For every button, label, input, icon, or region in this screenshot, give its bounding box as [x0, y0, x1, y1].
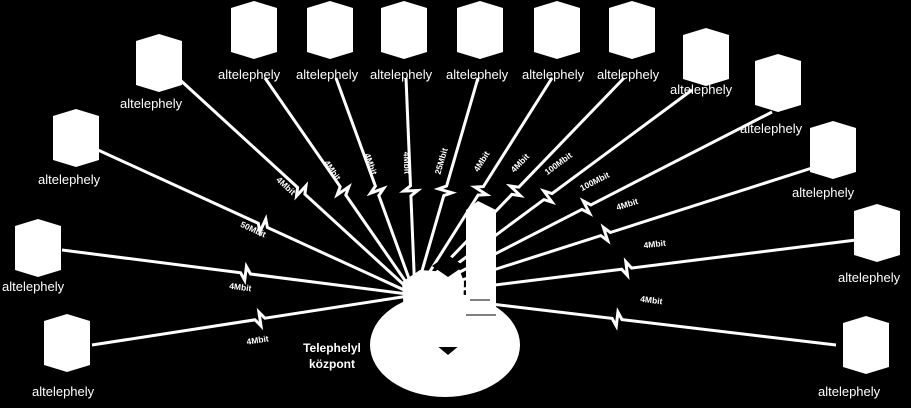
site-3-label: altelephely: [38, 172, 101, 187]
site-14-building: [854, 204, 900, 262]
site-6-speed: 4Mbit: [362, 152, 379, 176]
site-13-link: [414, 166, 813, 297]
site-5-building: [231, 1, 277, 59]
site-6-label: altelephely: [296, 67, 359, 82]
site-4-speed: 4Mbit: [274, 175, 297, 197]
site-8-speed: 25Mbit: [433, 147, 450, 176]
site-4-link: [176, 76, 417, 297]
site-4-label: altelephely: [120, 96, 183, 111]
site-15-link: [414, 293, 837, 347]
site-13-speed: 4Mbit: [615, 196, 639, 212]
site-2-link: [61, 248, 416, 297]
site-7-building: [381, 1, 427, 59]
hq-building: [370, 201, 520, 397]
center-label: Telephelyl központ: [293, 340, 371, 372]
center-label-line2: központ: [309, 357, 355, 372]
site-8-link: [413, 77, 480, 296]
site-15-label: altelephely: [818, 384, 881, 399]
site-6-building: [307, 1, 353, 59]
site-15-building: [843, 316, 889, 374]
site-1-link: [91, 293, 416, 347]
site-14-link: [414, 238, 857, 297]
site-14-speed: 4Mbit: [643, 238, 666, 251]
site-7-speed: 4Mbit: [402, 152, 413, 175]
site-2-speed: 4Mbit: [229, 281, 252, 294]
site-1-label: altelephely: [32, 384, 95, 399]
site-14-label: altelephely: [838, 270, 901, 285]
site-5-link: [263, 77, 417, 296]
site-12-building: [755, 54, 801, 112]
site-8-building: [457, 1, 503, 59]
site-5-speed: 4Mbit: [322, 158, 343, 182]
site-12-speed: 100Mbit: [578, 170, 611, 193]
site-9-label: altelephely: [522, 67, 585, 82]
site-15-speed: 4Mbit: [640, 294, 663, 307]
site-11-speed: 100Mbit: [543, 150, 575, 177]
center-label-line1: Telephelyl: [303, 341, 361, 355]
site-1-building: [44, 314, 90, 372]
site-3-building: [53, 109, 99, 167]
site-12-link: [414, 110, 773, 297]
site-3-link: [97, 148, 416, 297]
site-11-building: [683, 28, 729, 86]
site-10-speed: 4Mbit: [509, 151, 532, 174]
site-10-building: [609, 1, 655, 59]
site-9-building: [534, 1, 580, 59]
site-13-building: [810, 121, 856, 179]
site-11-label: altelephely: [670, 82, 733, 97]
site-12-label: altelephely: [740, 121, 803, 136]
site-11-link: [414, 88, 693, 297]
site-1-speed: 4Mbit: [246, 333, 270, 346]
site-5-label: altelephely: [218, 67, 281, 82]
site-7-label: altelephely: [370, 67, 433, 82]
site-7-link: [399, 77, 423, 296]
site-9-speed: 4Mbit: [471, 149, 491, 173]
site-2-label: altelephely: [2, 279, 65, 294]
site-10-label: altelephely: [597, 67, 660, 82]
site-8-label: altelephely: [446, 67, 509, 82]
site-4-building: [136, 34, 182, 92]
site-2-building: [15, 219, 61, 277]
site-6-link: [334, 77, 417, 296]
site-13-label: altelephely: [792, 185, 855, 200]
